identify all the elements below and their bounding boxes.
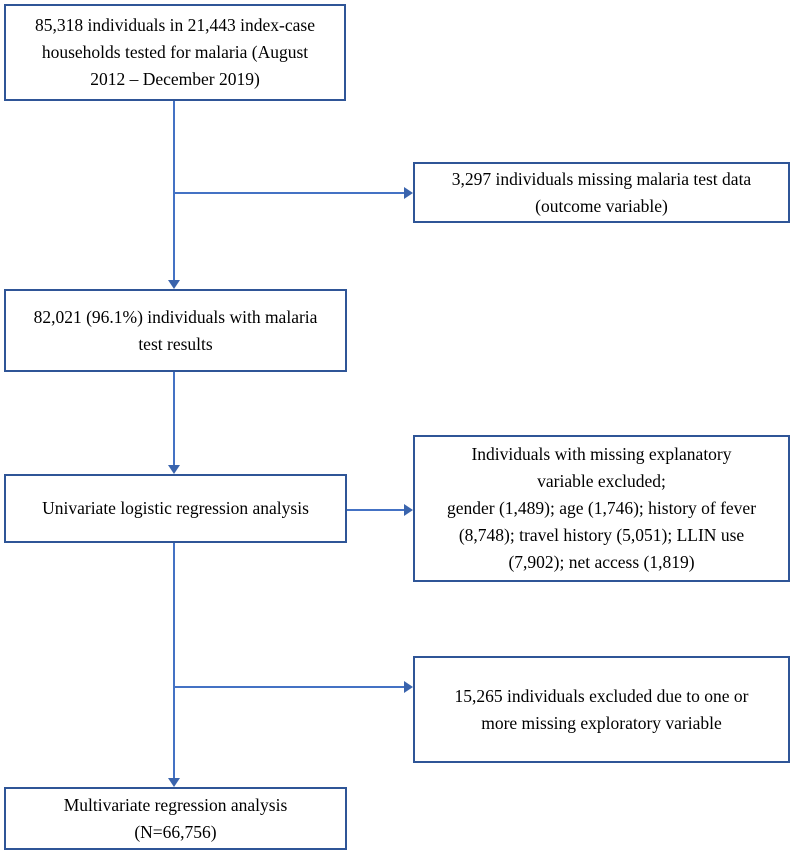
connector-tested-to-results-line [173, 101, 175, 281]
box-missing-explanatory: Individuals with missing explanatory var… [413, 435, 790, 582]
arrow-down-icon [168, 280, 180, 289]
box-individuals-tested: 85,318 individuals in 21,443 index-case … [4, 4, 346, 101]
arrow-down-icon [168, 465, 180, 474]
arrow-right-icon [404, 681, 413, 693]
box-excluded-individuals: 15,265 individuals excluded due to one o… [413, 656, 790, 763]
box-multivariate-analysis: Multivariate regression analysis (N=66,7… [4, 787, 347, 850]
connector-results-to-univariate-line [173, 372, 175, 465]
box-with-test-results: 82,021 (96.1%) individuals with malaria … [4, 289, 347, 372]
arrow-down-icon [168, 778, 180, 787]
connector-branch-missing-outcome-line [174, 192, 404, 194]
connector-univariate-to-multivariate-line [173, 543, 175, 778]
box-missing-outcome: 3,297 individuals missing malaria test d… [413, 162, 790, 223]
connector-branch-excluded-line [174, 686, 404, 688]
arrow-right-icon [404, 187, 413, 199]
arrow-right-icon [404, 504, 413, 516]
box-univariate-analysis: Univariate logistic regression analysis [4, 474, 347, 543]
connector-univariate-to-missing-explanatory-line [347, 509, 404, 511]
